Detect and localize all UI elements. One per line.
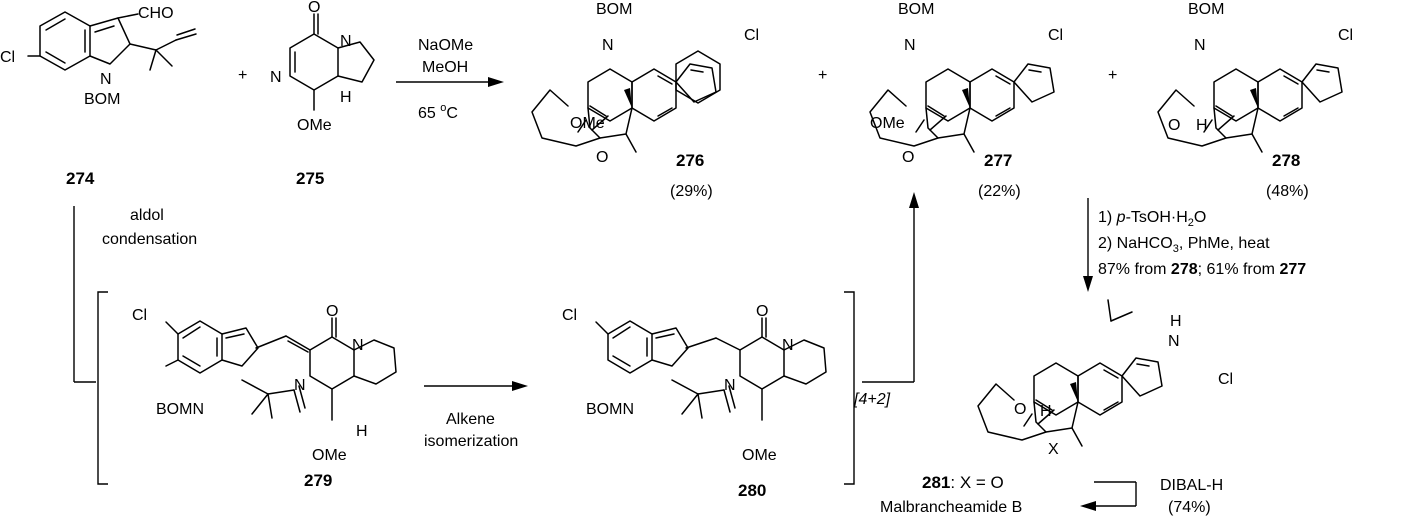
label-275-n2: N bbox=[270, 69, 282, 86]
label-276-cl: Cl bbox=[744, 27, 759, 44]
label-279-o: O bbox=[326, 303, 338, 320]
plus-sign-1: + bbox=[238, 67, 247, 84]
cycloaddition-arrow: [4+2] bbox=[853, 192, 919, 408]
compound-277: BOM N Cl OMe O 277 (22%) bbox=[869, 1, 1063, 200]
reaction-arrow-right: 1) p-TsOH·H2O 2) NaHCO3, PhMe, heat 87% … bbox=[1083, 198, 1306, 292]
compound-275: O N N OMe H 275 bbox=[270, 0, 375, 188]
label-281-cl: Cl bbox=[1218, 371, 1233, 388]
label-279-bomn: BOMN bbox=[156, 401, 204, 418]
compound-274: Cl CHO N BOM 274 bbox=[0, 5, 197, 188]
label-279-n2: N bbox=[294, 377, 306, 394]
label-278-bom: BOM bbox=[1188, 1, 1224, 18]
label-281-h: H bbox=[1040, 403, 1052, 420]
label-281-n: N bbox=[1168, 333, 1180, 350]
label-275-o: O bbox=[308, 0, 320, 16]
label-278-cl: Cl bbox=[1338, 27, 1353, 44]
compound-number-277: 277 bbox=[984, 151, 1012, 170]
dibal-arrow: DIBAL-H (74%) bbox=[1080, 477, 1223, 516]
compound-number-278: 278 bbox=[1272, 151, 1300, 170]
label-275-n1: N bbox=[340, 33, 352, 50]
reagent-step-2: 2) NaHCO3, PhMe, heat bbox=[1098, 235, 1270, 255]
label-277-o: O bbox=[902, 149, 914, 166]
reaction-arrow-top: NaOMe MeOH 65 oC bbox=[396, 37, 504, 122]
intermediate-bracket bbox=[97, 291, 855, 485]
compound-278: BOM N Cl O H 278 (48%) bbox=[1157, 1, 1353, 200]
label-274-cho: CHO bbox=[138, 5, 174, 22]
yield-277: (22%) bbox=[978, 183, 1021, 200]
label-275-ome: OMe bbox=[297, 117, 332, 134]
reagent-meoh: MeOH bbox=[422, 59, 468, 76]
label-279-n1: N bbox=[352, 337, 364, 354]
cycloaddition-label: [4+2] bbox=[853, 391, 891, 408]
plus-sign-2: + bbox=[818, 67, 827, 84]
compound-number-274: 274 bbox=[66, 169, 95, 188]
label-280-cl: Cl bbox=[562, 307, 577, 324]
label-277-bom: BOM bbox=[898, 1, 934, 18]
label-276-o: O bbox=[596, 149, 608, 166]
aldol-pathway: aldol condensation bbox=[73, 206, 197, 383]
compound-number-279: 279 bbox=[304, 471, 332, 490]
label-276-n: N bbox=[602, 37, 614, 54]
isomerization-label-2: isomerization bbox=[424, 433, 518, 450]
label-277-cl: Cl bbox=[1048, 27, 1063, 44]
label-279-cl: Cl bbox=[132, 307, 147, 324]
yield-dibal: (74%) bbox=[1168, 499, 1211, 516]
label-278-h: H bbox=[1196, 117, 1208, 134]
compound-number-275: 275 bbox=[296, 169, 324, 188]
label-281-o: O bbox=[1014, 401, 1026, 418]
compound-281: N H Cl O H X 281: X = O Malbrancheamide … bbox=[880, 299, 1233, 516]
label-274-bom: BOM bbox=[84, 91, 120, 108]
label-277-n: N bbox=[904, 37, 916, 54]
label-280-bomn: BOMN bbox=[586, 401, 634, 418]
compound-280: Cl BOMN O N N OMe 280 bbox=[562, 303, 827, 500]
label-277-ome: OMe bbox=[870, 115, 905, 132]
malbrancheamide-b-label: Malbrancheamide B bbox=[880, 499, 1022, 516]
yield-278: (48%) bbox=[1266, 183, 1309, 200]
label-275-h: H bbox=[340, 89, 352, 106]
isomerization-arrow: Alkene isomerization bbox=[424, 381, 528, 450]
compound-number-281: 281: X = O bbox=[922, 473, 1004, 492]
reagent-dibal: DIBAL-H bbox=[1160, 477, 1223, 494]
yield-276: (29%) bbox=[670, 183, 713, 200]
compound-276: BOM N Cl OMe O 276 (29%) bbox=[531, 1, 759, 200]
isomerization-label-1: Alkene bbox=[446, 411, 495, 428]
aldol-label-2: condensation bbox=[102, 231, 197, 248]
label-279-ome: OMe bbox=[312, 447, 347, 464]
aldol-label-1: aldol bbox=[130, 207, 164, 224]
reaction-temperature: 65 oC bbox=[418, 102, 458, 122]
label-280-n2: N bbox=[724, 377, 736, 394]
reagent-step-3-yields: 87% from 278; 61% from 277 bbox=[1098, 261, 1306, 278]
label-278-n: N bbox=[1194, 37, 1206, 54]
reagent-naome: NaOMe bbox=[418, 37, 473, 54]
compound-279: Cl BOMN O N N H OMe 279 bbox=[132, 303, 397, 490]
label-278-o: O bbox=[1168, 117, 1180, 134]
label-274-cl: Cl bbox=[0, 49, 15, 66]
reagent-step-1: 1) p-TsOH·H2O bbox=[1098, 209, 1206, 229]
label-276-ome: OMe bbox=[570, 115, 605, 132]
label-276-bom: BOM bbox=[596, 1, 632, 18]
label-279-h: H bbox=[356, 423, 368, 440]
compound-number-280: 280 bbox=[738, 481, 766, 500]
label-280-ome: OMe bbox=[742, 447, 777, 464]
plus-sign-3: + bbox=[1108, 67, 1117, 84]
compound-number-276: 276 bbox=[676, 151, 704, 170]
label-280-n1: N bbox=[782, 337, 794, 354]
label-281-h-top: H bbox=[1170, 313, 1182, 330]
label-280-o: O bbox=[756, 303, 768, 320]
label-281-x: X bbox=[1048, 441, 1059, 458]
label-274-n: N bbox=[100, 71, 112, 88]
